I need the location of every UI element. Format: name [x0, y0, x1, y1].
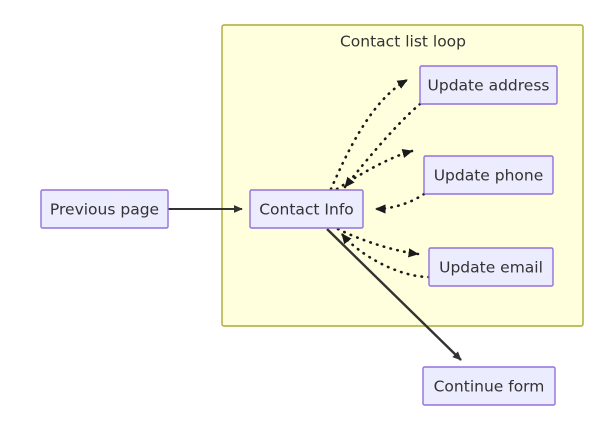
node-box[interactable] — [423, 155, 554, 195]
edge-contact-info-to-update-phone — [335, 149, 414, 191]
node-label-update-phone: Update phone — [434, 167, 544, 185]
node-box[interactable] — [419, 65, 558, 105]
edge-contact-info-to-update-email — [336, 227, 420, 258]
node-box[interactable] — [249, 189, 364, 229]
node-update-address[interactable]: Update address — [419, 65, 558, 105]
node-label-contact-info: Contact Info — [259, 201, 354, 219]
node-label-update-address: Update address — [428, 77, 550, 95]
node-layer: Previous page Contact Info Update addres… — [40, 65, 558, 406]
node-box[interactable] — [40, 189, 169, 229]
edge-contact-info-to-update-address — [329, 78, 409, 191]
node-box[interactable] — [428, 247, 554, 287]
node-contact-info[interactable]: Contact Info — [249, 189, 364, 229]
node-label-update-email: Update email — [439, 259, 543, 277]
edge-contact-info-to-continue-form — [326, 228, 462, 361]
node-update-phone[interactable]: Update phone — [423, 155, 554, 195]
node-update-email[interactable]: Update email — [428, 247, 554, 287]
node-previous-page[interactable]: Previous page — [40, 189, 169, 229]
node-box[interactable] — [422, 366, 556, 406]
cluster-title: Contact list loop — [340, 33, 466, 51]
edge-layer — [168, 78, 462, 361]
node-label-continue-form: Continue form — [434, 378, 545, 396]
node-label-previous-page: Previous page — [50, 201, 159, 219]
node-continue-form[interactable]: Continue form — [422, 366, 556, 406]
edge-update-email-to-contact-info — [340, 232, 431, 279]
